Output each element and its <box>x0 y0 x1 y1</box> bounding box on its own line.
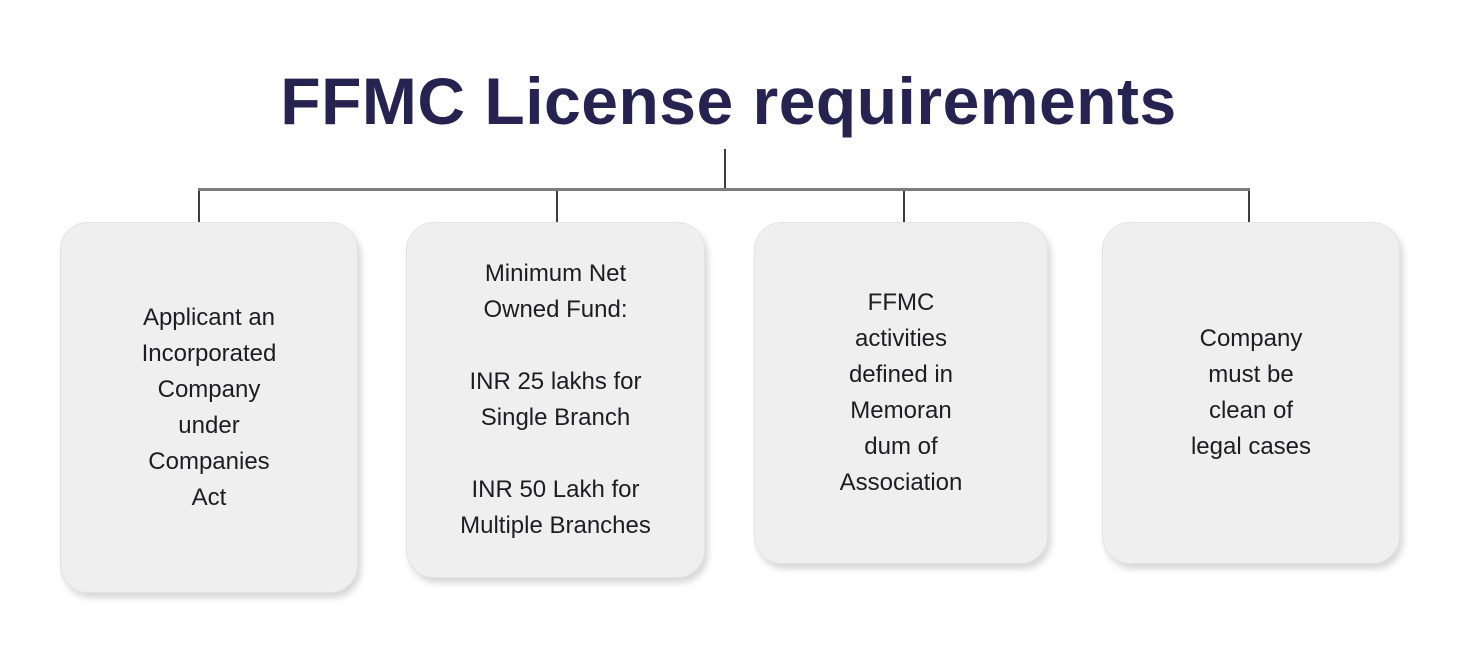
requirement-text: Applicant an Incorporated Company under … <box>141 303 277 511</box>
requirement-box-minimum-net-owned-fund: Minimum Net Owned Fund: INR 25 lakhs for… <box>406 222 705 578</box>
requirement-box-incorporated-company: Applicant an Incorporated Company under … <box>60 222 358 593</box>
requirement-text: Company must be clean of legal cases <box>1190 325 1312 460</box>
connector-drop-3 <box>903 191 905 222</box>
diagram-title: FFMC License requirements <box>280 64 1177 138</box>
connector-stem <box>724 149 726 189</box>
requirement-text: Minimum Net Owned Fund: INR 25 lakhs for… <box>460 260 651 539</box>
connector-drop-4 <box>1248 191 1250 222</box>
requirement-box-clean-legal-cases: Company must be clean of legal cases <box>1102 222 1400 564</box>
connector-drop-1 <box>198 191 200 222</box>
requirement-box-ffmc-activities-moa: FFMC activities defined in Memoran dum o… <box>754 222 1048 564</box>
requirement-text: FFMC activities defined in Memoran dum o… <box>839 289 963 496</box>
connector-horizontal-line <box>198 188 1250 191</box>
connector-drop-2 <box>556 191 558 222</box>
